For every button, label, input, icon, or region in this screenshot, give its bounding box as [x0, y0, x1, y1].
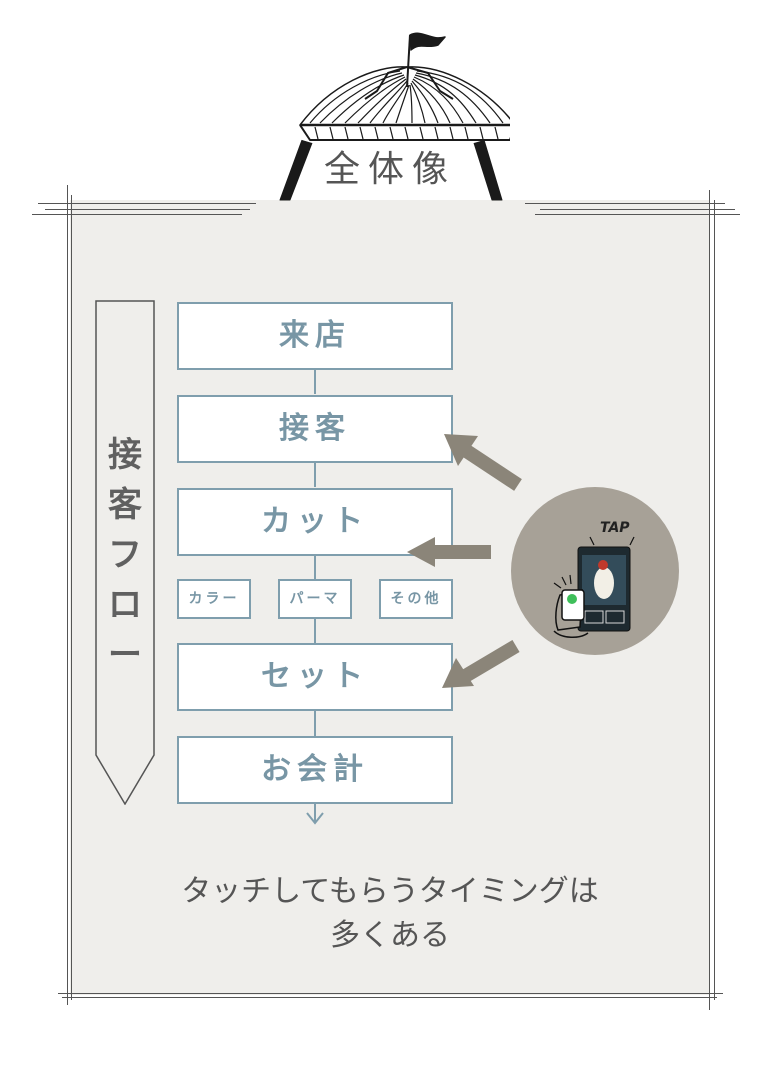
- flow-label-arrow: [95, 300, 155, 805]
- caption-line: 多くある: [330, 918, 450, 953]
- step-reception: 接客: [177, 395, 453, 463]
- down-arrow-icon: [306, 812, 324, 825]
- arrow-icon: [444, 434, 522, 491]
- frame-line-left: [67, 185, 68, 1005]
- frame-line-bottom: [58, 993, 723, 994]
- page-title: 全体像: [323, 149, 456, 190]
- frame-line-top-right-3: [535, 214, 740, 215]
- phone-tap-icon: [553, 536, 635, 638]
- substep-other: その他: [379, 579, 453, 619]
- connector-line: [314, 711, 316, 737]
- arrow-icon: [407, 537, 491, 567]
- frame-line-top-left-3: [32, 214, 242, 215]
- caption-line: タッチしてもらうタイミングは: [181, 874, 599, 909]
- frame-line-top-right: [525, 203, 725, 204]
- frame-line-top-left: [38, 203, 256, 204]
- caption: タッチしてもらうタイミングは 多くある: [100, 870, 680, 958]
- flow-label-char: ー: [108, 635, 142, 675]
- flow-label-char: 接: [108, 435, 142, 475]
- flow-label-char: フ: [108, 535, 142, 575]
- tent-illustration: [279, 32, 510, 201]
- connector-line: [314, 804, 316, 822]
- flow-label: 接 客 フ ロ ー: [95, 430, 155, 680]
- connector-line: [314, 463, 316, 487]
- tap-label: TAP: [600, 520, 630, 536]
- frame-line-right: [709, 190, 710, 1010]
- arrow-icon: [442, 640, 520, 688]
- flow-label-char: 客: [108, 485, 142, 525]
- frame-line-top-left-2: [45, 209, 250, 210]
- step-checkout: お会計: [177, 736, 453, 804]
- step-set: セット: [177, 643, 453, 711]
- substep-color: カラー: [177, 579, 251, 619]
- flow-label-char: ロ: [108, 585, 142, 625]
- connector-line: [314, 370, 316, 394]
- frame-line-bottom-2: [62, 997, 717, 998]
- step-cut: カット: [177, 488, 453, 556]
- frame-line-top-right-2: [540, 209, 735, 210]
- substep-perm: パーマ: [278, 579, 352, 619]
- frame-line-right-2: [714, 200, 715, 1000]
- step-visit: 来店: [177, 302, 453, 370]
- frame-line-left-2: [71, 195, 72, 1000]
